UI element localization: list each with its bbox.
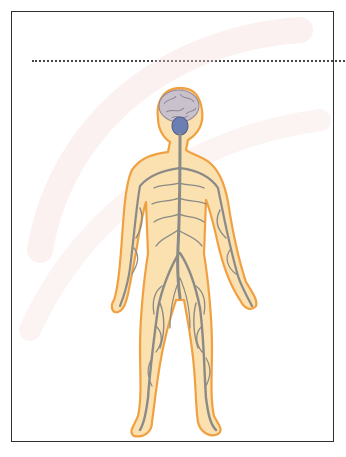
nervous-system-diagram xyxy=(100,78,270,448)
answer-blank-line[interactable] xyxy=(32,60,345,62)
brainstem-icon xyxy=(172,117,188,135)
